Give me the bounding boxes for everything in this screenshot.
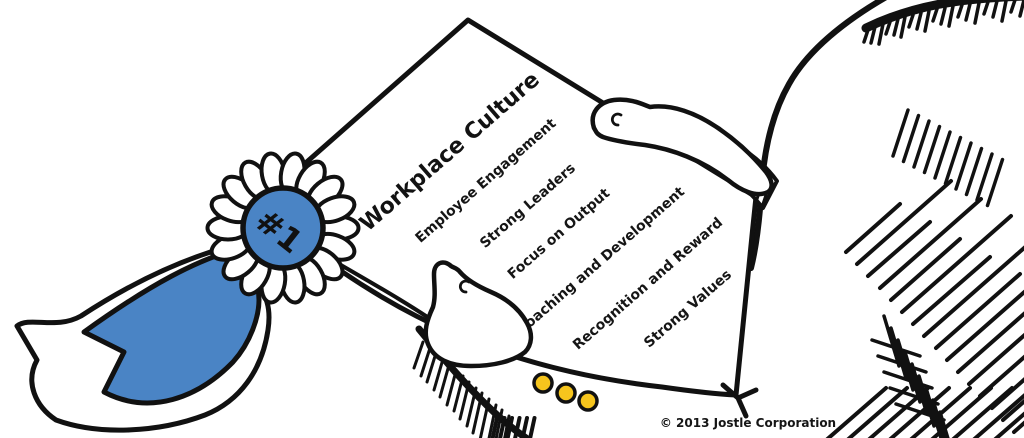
shoulder-side-hatching (891, 108, 1005, 208)
certificate-paper (256, 17, 759, 398)
lower-hand (423, 260, 534, 369)
sleeve-hatching (412, 340, 511, 438)
paper-corner-crease (720, 382, 759, 419)
lower-hand-group (412, 260, 599, 438)
lower-thumbnail-icon (458, 279, 471, 294)
cuff-button (532, 372, 554, 394)
copyright-notice: © 2013 Jostle Corporation (660, 416, 836, 430)
upper-thumbnail-icon (610, 112, 623, 127)
award-ribbon: #1 (14, 151, 361, 433)
cuff-ticks (490, 416, 537, 438)
shoulder-outline (748, 0, 888, 271)
background-hatching (825, 179, 1024, 438)
ribbon-tail-blue (81, 243, 262, 406)
upper-hand-group (590, 97, 779, 210)
shoulder-seam (861, 0, 1024, 33)
cuff-button (577, 390, 599, 412)
rosette-center (240, 185, 326, 271)
upper-hand (590, 97, 774, 197)
person-body (748, 0, 1024, 438)
certificate: Workplace Culture Employee Engagement St… (256, 17, 759, 419)
shoulder-fringe-hatching (862, 0, 1024, 46)
cuff-button (555, 382, 577, 404)
